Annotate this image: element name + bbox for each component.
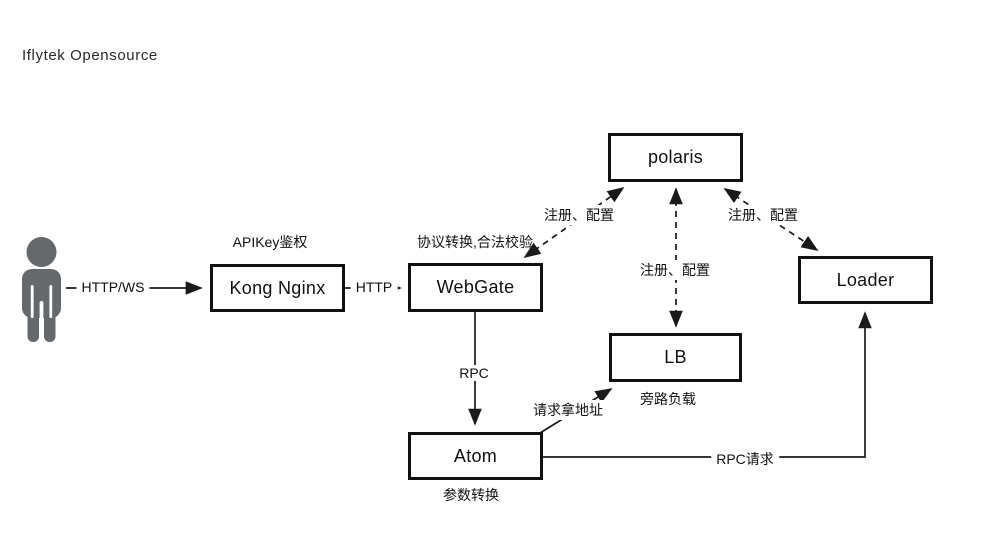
node-polaris: polaris [608,133,743,182]
edge-label-register-config-middle: 注册、配置 [635,260,715,280]
caption-kong-apikey: APIKey鉴权 [232,234,308,250]
node-lb-label: LB [664,347,687,367]
edge-label-rpc: RPC [454,365,494,381]
node-atom: Atom [408,432,543,480]
edge-label-rpc-request: RPC请求 [711,449,779,469]
caption-atom-params: 参数转换 [443,487,499,503]
edge-label-get-address: 请求拿地址 [528,400,608,420]
person-icon [22,237,61,343]
node-loader: Loader [798,256,933,304]
edge-label-http-ws: HTTP/WS [76,279,150,295]
node-kong-nginx-label: Kong Nginx [229,277,326,298]
node-loader-label: Loader [836,269,895,290]
node-webgate-label: WebGate [436,277,515,297]
node-atom-label: Atom [453,445,498,466]
page-title: Iflytek Opensource [22,47,158,64]
node-polaris-label: polaris [647,147,704,167]
caption-lb-bypass: 旁路负载 [640,391,696,407]
edge-atom-loader [543,311,872,458]
caption-webgate-protocol: 协议转换,合法校验 [417,234,533,250]
node-lb: LB [609,333,742,382]
node-kong-nginx: Kong Nginx [210,264,345,312]
edge-label-register-config-left: 注册、配置 [539,205,619,225]
node-webgate: WebGate [408,263,543,312]
edge-label-http: HTTP [350,279,398,295]
edge-label-register-config-right: 注册、配置 [723,205,803,225]
